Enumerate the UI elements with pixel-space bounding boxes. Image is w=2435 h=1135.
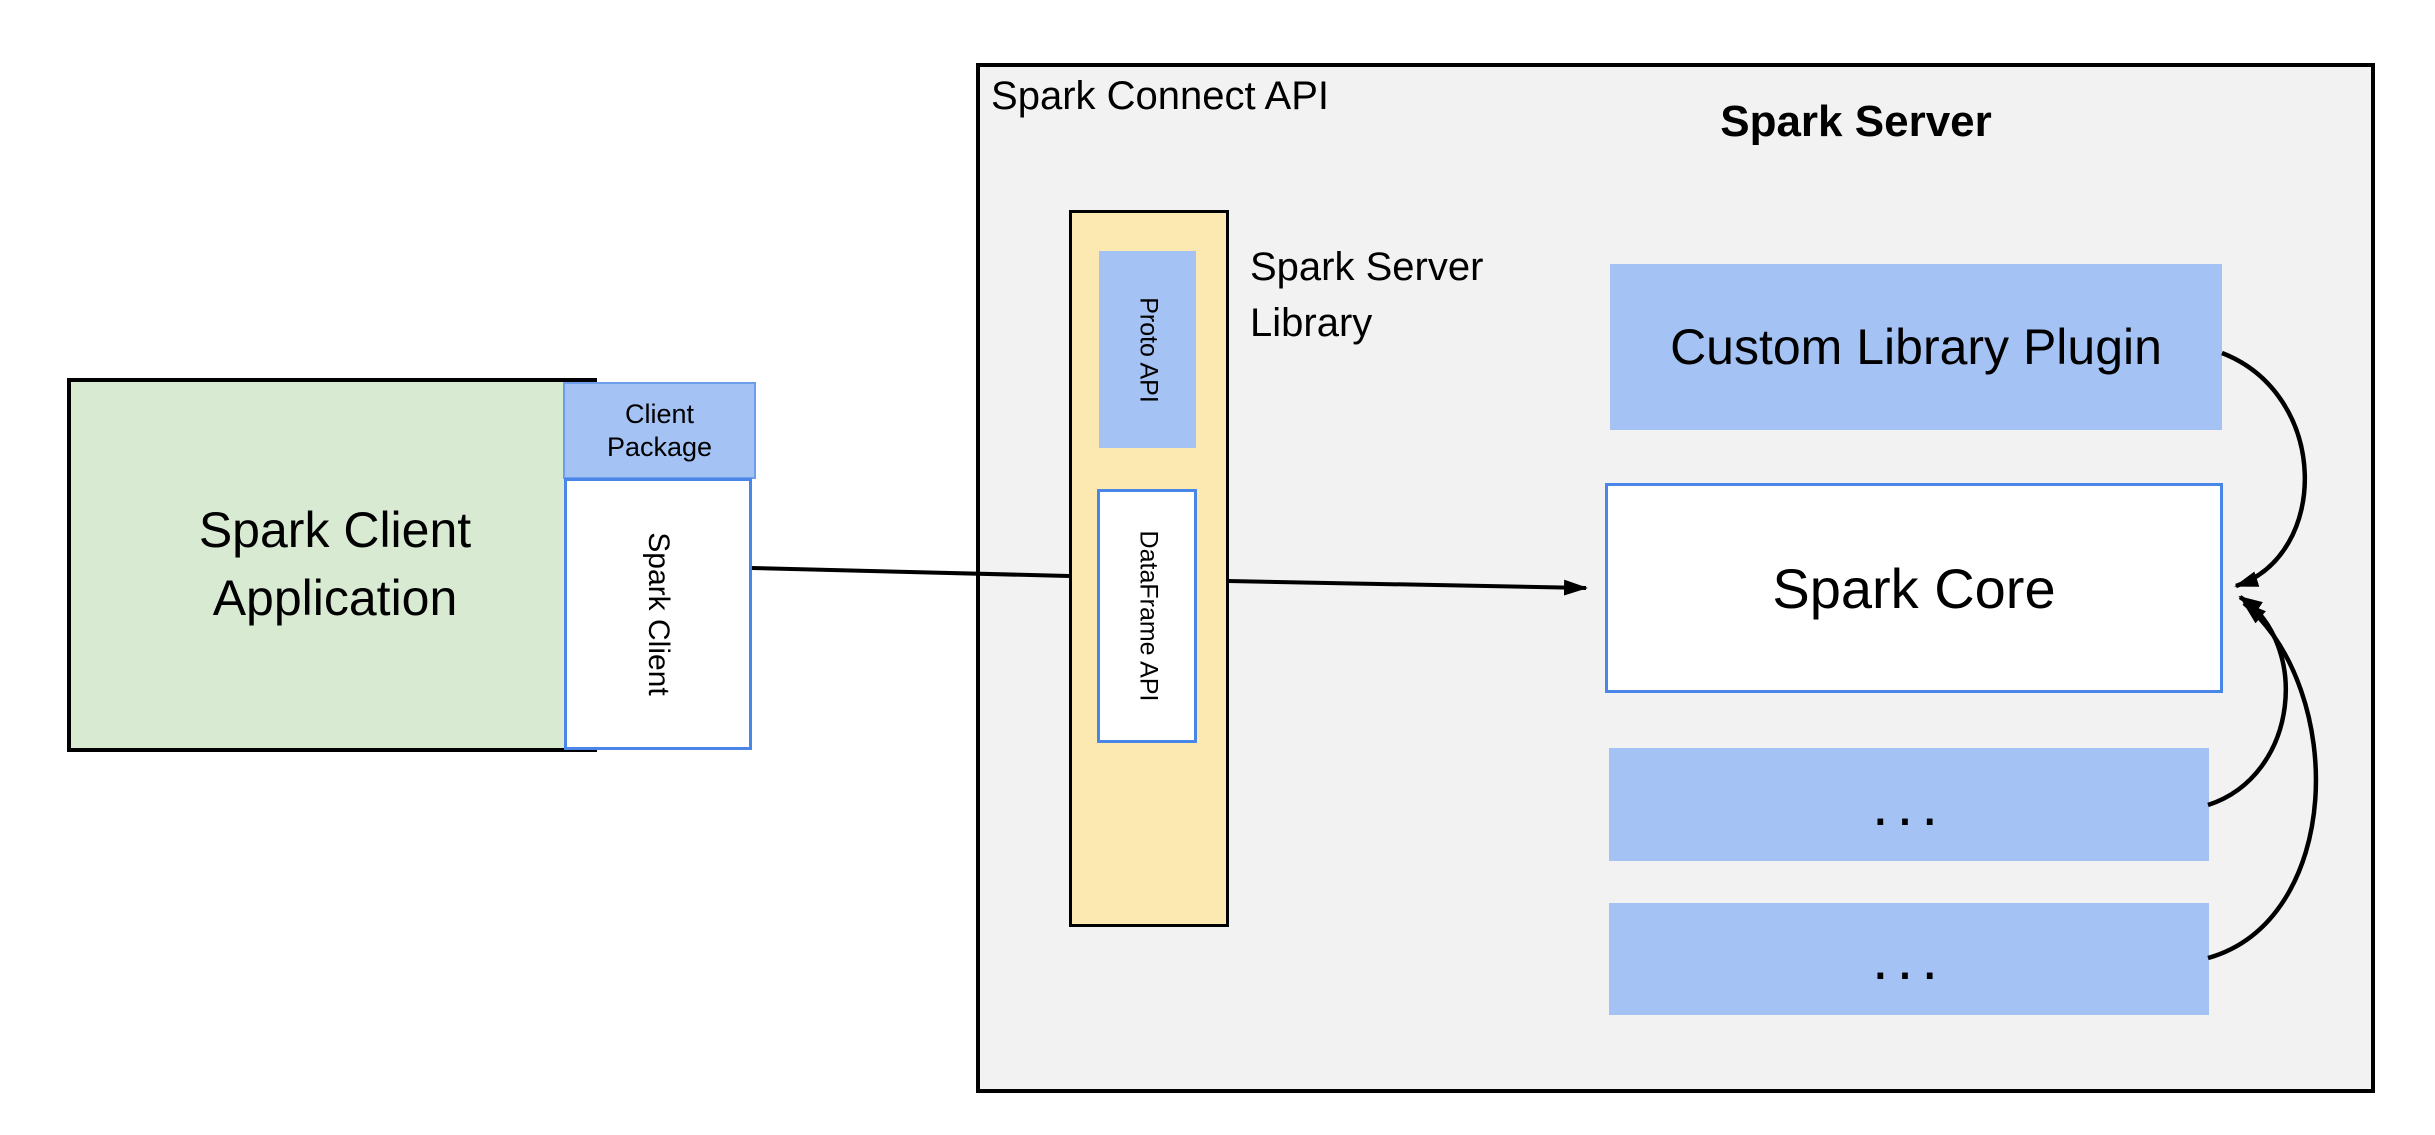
library-placeholder-box-1: ... xyxy=(1609,748,2209,861)
client-package-label: Client Package xyxy=(606,398,713,462)
proto-api-box xyxy=(1099,251,1196,448)
spark-client-application-label: Spark Client Application xyxy=(198,502,472,626)
library-placeholder-box-2: ... xyxy=(1609,903,2209,1015)
dataframe-api-box xyxy=(1097,489,1197,743)
spark-server-title: Spark Server xyxy=(1720,97,1992,146)
dataframe-api-label: DataFrame API xyxy=(1134,530,1163,702)
proto-api-label: Proto API xyxy=(1134,297,1163,403)
spark-core-box: Spark Core xyxy=(1605,483,2223,693)
spark-core-label: Spark Core xyxy=(1772,556,2056,620)
ellipsis-label-1: ... xyxy=(1871,770,1946,838)
spark-client-application-box xyxy=(67,378,597,752)
spark-connect-api-label: Spark Connect API xyxy=(991,74,1329,118)
spark-client-label: Spark Client xyxy=(642,532,675,696)
custom-library-plugin-box: Custom Library Plugin xyxy=(1610,264,2222,430)
custom-library-plugin-label: Custom Library Plugin xyxy=(1670,319,2162,375)
ellipsis-label-2: ... xyxy=(1871,925,1946,992)
client-package-box: Client Package xyxy=(563,382,756,479)
spark-client-box xyxy=(564,478,752,750)
spark-server-library-label: Spark Server Library xyxy=(1250,245,1484,345)
